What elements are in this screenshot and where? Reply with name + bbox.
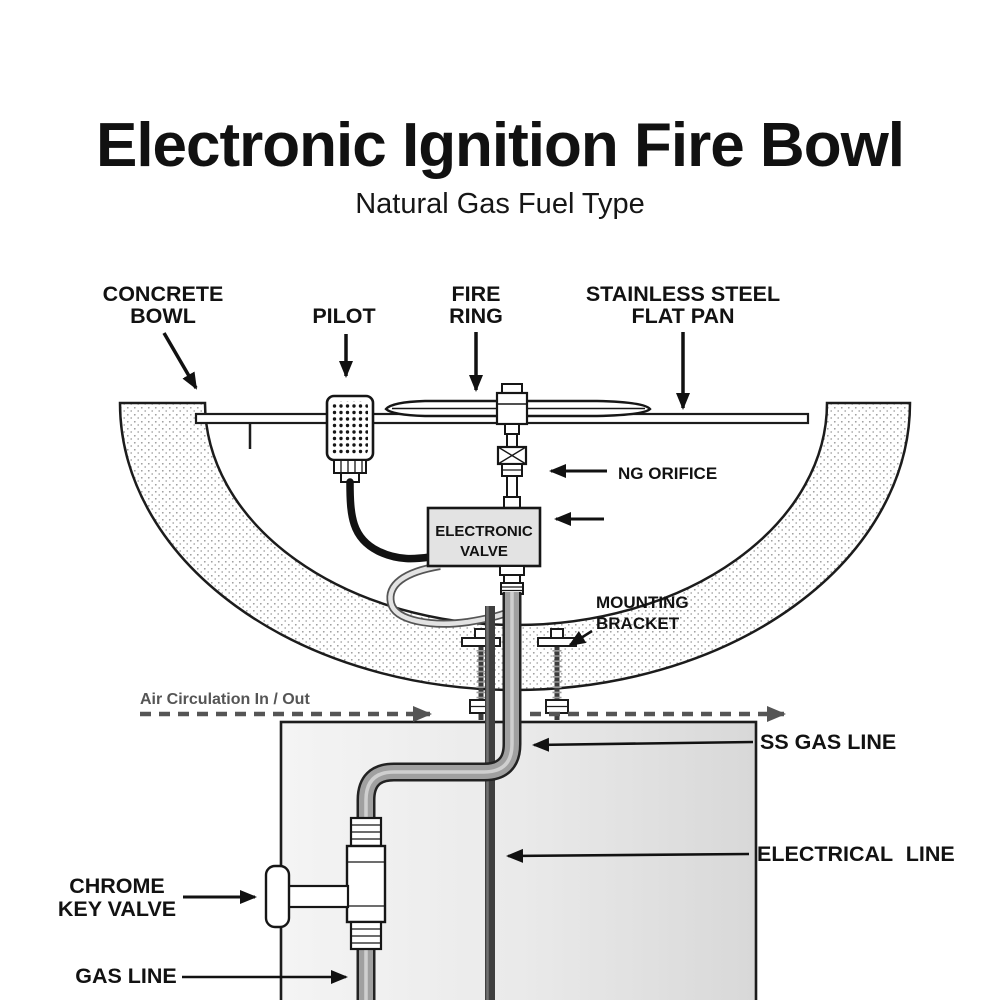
label-fire-ring-line1: FIRE [452,282,501,306]
electronic-valve-shape: ELECTRONIC VALVE [426,496,542,595]
label-flat-pan-line2: FLAT PAN [631,304,734,328]
label-gas-line: GAS LINE [75,964,177,988]
electronic-valve-label-line2: VALVE [460,543,508,560]
gas-pipe-shape [356,592,522,1000]
page-subtitle: Natural Gas Fuel Type [355,188,645,220]
label-mounting-bracket-line1: MOUNTING [596,593,689,612]
label-chrome-key-valve-line2: KEY VALVE [58,897,176,921]
label-mounting-bracket-line2: BRACKET [596,614,680,633]
ss-gas-line-leader [532,737,754,752]
label-concrete-bowl-line2: BOWL [130,304,196,328]
label-fire-ring-line2: RING [449,304,503,328]
electronic-valve-label-line1: ELECTRONIC [435,523,533,540]
label-ng-orifice: NG ORIFICE [618,464,717,483]
page-title: Electronic Ignition Fire Bowl [95,111,905,180]
concrete-bowl-arrow [162,332,198,390]
callout-labels: CONCRETE BOWL PILOT FIRE RING STAINLESS … [58,282,955,988]
pilot-tube [346,478,434,563]
pilot-shape [325,394,434,563]
electronic-valve-box [426,506,542,568]
label-concrete-bowl-line1: CONCRETE [103,282,224,306]
label-chrome-key-valve-line1: CHROME [69,874,165,898]
mounting-bracket-arrow [568,629,593,647]
label-flat-pan-line1: STAINLESS STEEL [586,282,780,306]
concrete-bowl-shape [118,401,912,692]
chrome-key-valve-shape [264,816,387,951]
ng-orifice-shape [496,423,528,507]
label-pilot: PILOT [312,304,375,328]
label-air-circulation: Air Circulation In / Out [140,691,310,708]
electrical-line-shape [485,606,495,1000]
fire-ring-shape [384,383,652,426]
label-electrical-line: ELECTRICAL LINE [757,842,955,866]
label-ss-gas-line: SS GAS LINE [760,730,896,754]
electrical-line-leader [506,848,750,863]
callout-arrows [162,332,754,984]
